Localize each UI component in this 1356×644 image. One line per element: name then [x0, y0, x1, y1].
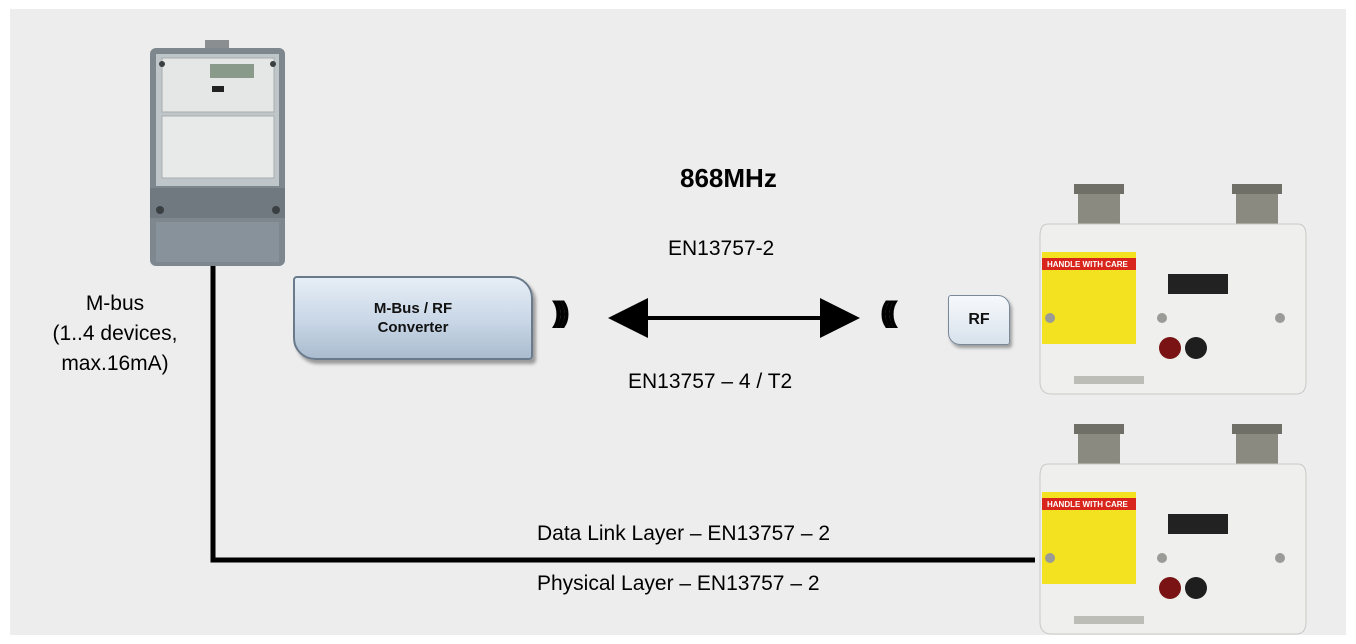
data-link-layer-label: Data Link Layer – EN13757 – 2	[537, 522, 831, 545]
physical-layer-label: Physical Layer – EN13757 – 2	[537, 572, 820, 595]
mbus-label-line: M-bus	[85, 292, 145, 315]
mbus-label-line: (1..4 devices,	[52, 322, 178, 345]
rf-module: RF	[948, 295, 1010, 345]
wireless-standard-bottom: EN13757 – 4 / T2	[628, 370, 793, 393]
mbus-label: M-bus (1..4 devices, max.16mA)	[25, 289, 205, 379]
radio-wave-outgoing-icon: )))	[552, 296, 570, 329]
converter-label-line2: Converter	[377, 319, 449, 336]
frequency-label: 868MHz	[680, 163, 777, 193]
mbus-rf-converter: M-Bus / RF Converter	[293, 276, 533, 360]
converter-label-line1: M-Bus / RF	[373, 300, 453, 317]
wireless-standard-top: EN13757-2	[668, 237, 775, 260]
mbus-wire	[210, 262, 1035, 563]
mbus-label-line: max.16mA)	[61, 352, 169, 375]
radio-wave-incoming-icon: (((	[880, 296, 898, 329]
gas-meter-sticker-2: HANDLE WITH CARE	[1047, 500, 1128, 509]
gas-meter-sticker-1: HANDLE WITH CARE	[1047, 260, 1128, 269]
